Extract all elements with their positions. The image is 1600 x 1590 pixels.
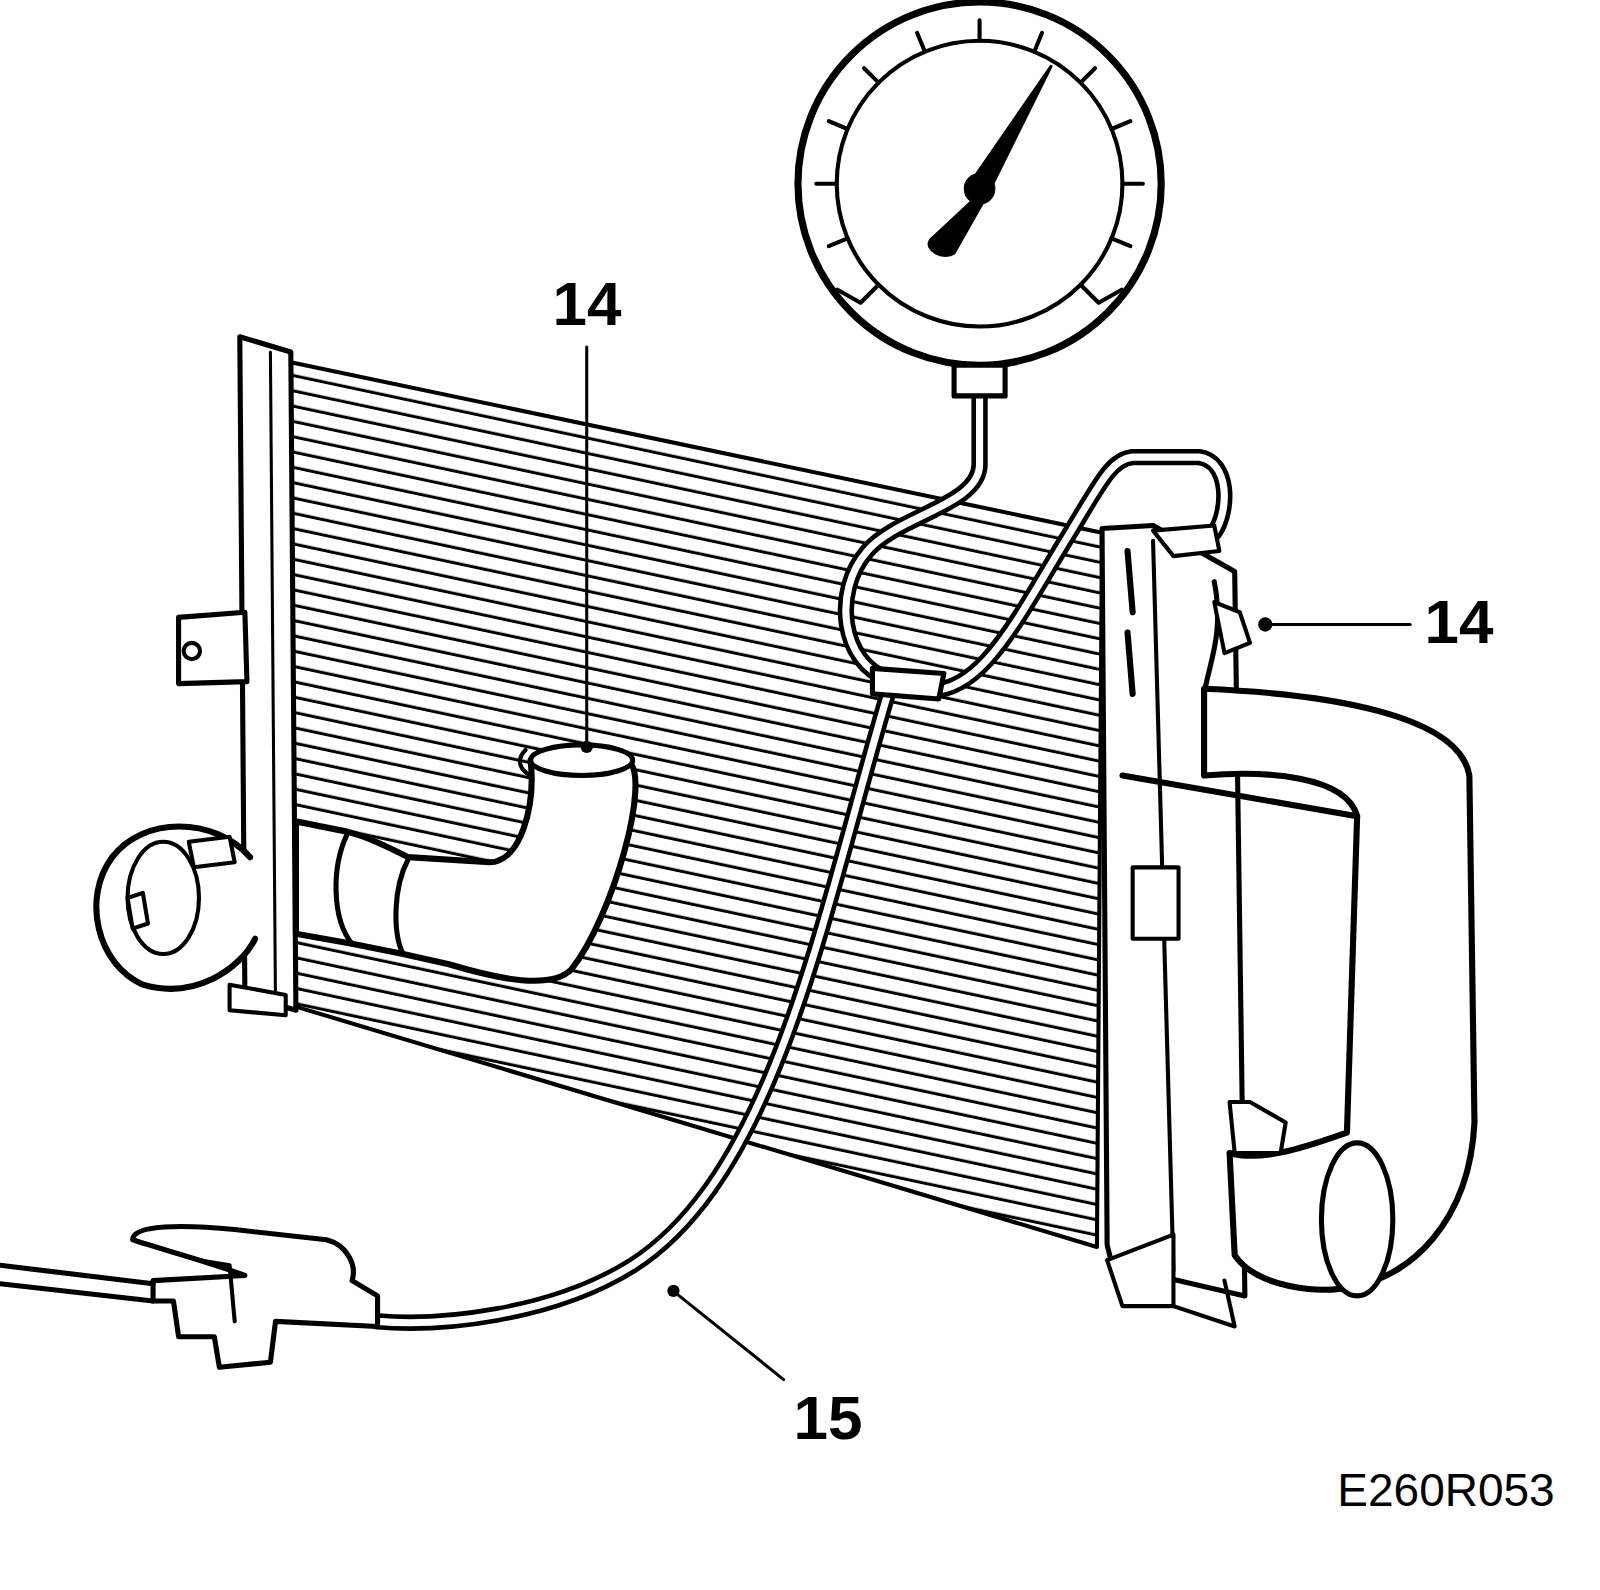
pressure-gauge [798, 2, 1161, 365]
core [291, 362, 1102, 1247]
tee-fitting [872, 668, 943, 699]
callout-number: 15 [794, 1387, 863, 1449]
outlet-pipe [96, 827, 255, 989]
figure-code: E260R053 [1337, 1467, 1554, 1513]
leader-lines [581, 347, 1411, 1380]
quick-connector [133, 1227, 378, 1368]
bracket [179, 612, 247, 683]
hose-elbow [296, 760, 636, 981]
callout-number: 14 [553, 273, 622, 335]
callout-number: 14 [1425, 591, 1494, 653]
